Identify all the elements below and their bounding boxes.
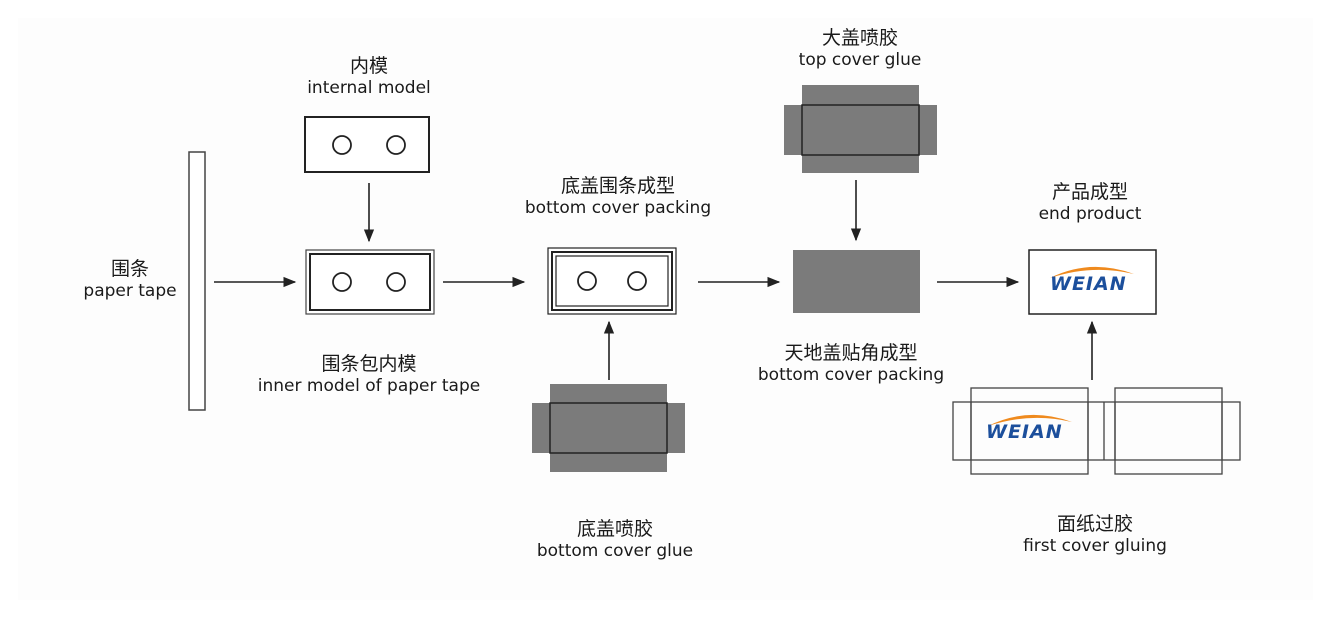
label-zh: 内模 — [349, 55, 388, 77]
hole-icon — [386, 272, 406, 292]
label-zh: 围条 — [110, 258, 149, 280]
internal-model-box — [304, 116, 430, 173]
label-bottom-cover-glue: 底盖喷胶 bottom cover glue — [505, 518, 725, 561]
label-en: paper tape — [83, 280, 177, 301]
label-first-cover-gluing: 面纸过胶 first cover gluing — [990, 513, 1200, 556]
paper-tape-strip — [188, 151, 206, 411]
hole-icon — [332, 135, 352, 155]
label-en: bottom cover packing — [524, 197, 712, 218]
label-zh: 天地盖贴角成型 — [784, 342, 918, 364]
hole-icon — [627, 271, 647, 291]
label-top-cover-glue: 大盖喷胶 top cover glue — [760, 27, 960, 70]
first-cover-gluing-net — [952, 387, 1241, 475]
label-en: internal model — [307, 77, 431, 98]
label-zh: 产品成型 — [1051, 181, 1128, 203]
label-en: bottom cover packing — [757, 364, 945, 385]
top-cover-glue-shape — [784, 85, 937, 173]
lid-base-corner-forming-box — [793, 250, 920, 313]
label-inner-model-of-paper-tape: 围条包内模 inner model of paper tape — [214, 353, 524, 396]
end-product-box — [1028, 249, 1157, 315]
swoosh-logo-icon — [1050, 266, 1134, 278]
label-paper-tape: 围条 paper tape — [80, 258, 180, 301]
label-zh: 围条包内模 — [321, 353, 417, 375]
bottom-cover-forming-box — [547, 247, 677, 315]
hole-icon — [577, 271, 597, 291]
label-en: first cover gluing — [1023, 535, 1167, 556]
label-zh: 大盖喷胶 — [821, 27, 898, 49]
label-en: top cover glue — [798, 49, 922, 70]
label-zh: 面纸过胶 — [1056, 513, 1133, 535]
label-en: end product — [1038, 203, 1142, 224]
label-zh: 底盖喷胶 — [576, 518, 653, 540]
wrapped-inner-model-box — [305, 249, 435, 315]
weian-logo: WEIAN — [1050, 273, 1127, 295]
swoosh-logo-icon — [988, 414, 1072, 426]
label-end-product: 产品成型 end product — [1005, 181, 1175, 224]
weian-logo: WEIAN — [986, 421, 1063, 443]
label-en: inner model of paper tape — [257, 375, 481, 396]
bottom-cover-glue-shape — [532, 384, 685, 472]
hole-icon — [386, 135, 406, 155]
label-bottom-cover-forming: 底盖围条成型 bottom cover packing — [498, 175, 738, 218]
label-internal-model: 内模 internal model — [274, 55, 464, 98]
hole-icon — [332, 272, 352, 292]
label-en: bottom cover glue — [536, 540, 694, 561]
label-zh: 底盖围条成型 — [560, 175, 675, 197]
label-lid-base-corner-forming: 天地盖贴角成型 bottom cover packing — [728, 342, 974, 385]
